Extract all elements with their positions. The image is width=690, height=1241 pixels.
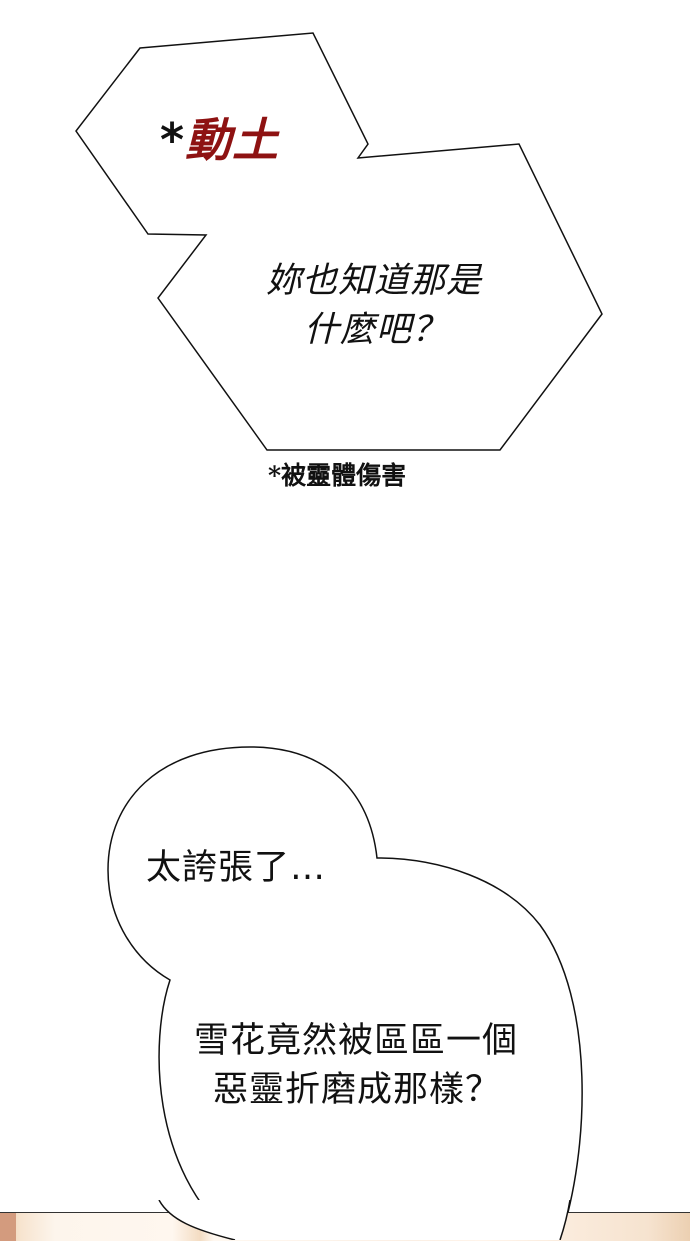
cloud-speech-bubble [107,746,583,1240]
dialogue-line: 太誇張了… [146,848,327,888]
cloud-bubble-overlap [158,1200,571,1240]
dialogue-line: 雪花竟然被區區一個 [194,1021,519,1061]
footnote-text: *被靈體傷害 [268,461,407,490]
sfx-asterisk: * [160,113,186,167]
dialogue-line: 惡靈折磨成那樣？ [213,1070,502,1110]
dialogue-line: 什麼吧？ [304,310,449,350]
sound-effect-text: *動土 [160,104,279,170]
hexagonal-speech-bubble [75,32,603,451]
panel-art-fragment [0,1213,16,1241]
sfx-word: 動土 [185,113,280,167]
dialogue-line: 妳也知道那是 [266,261,483,301]
